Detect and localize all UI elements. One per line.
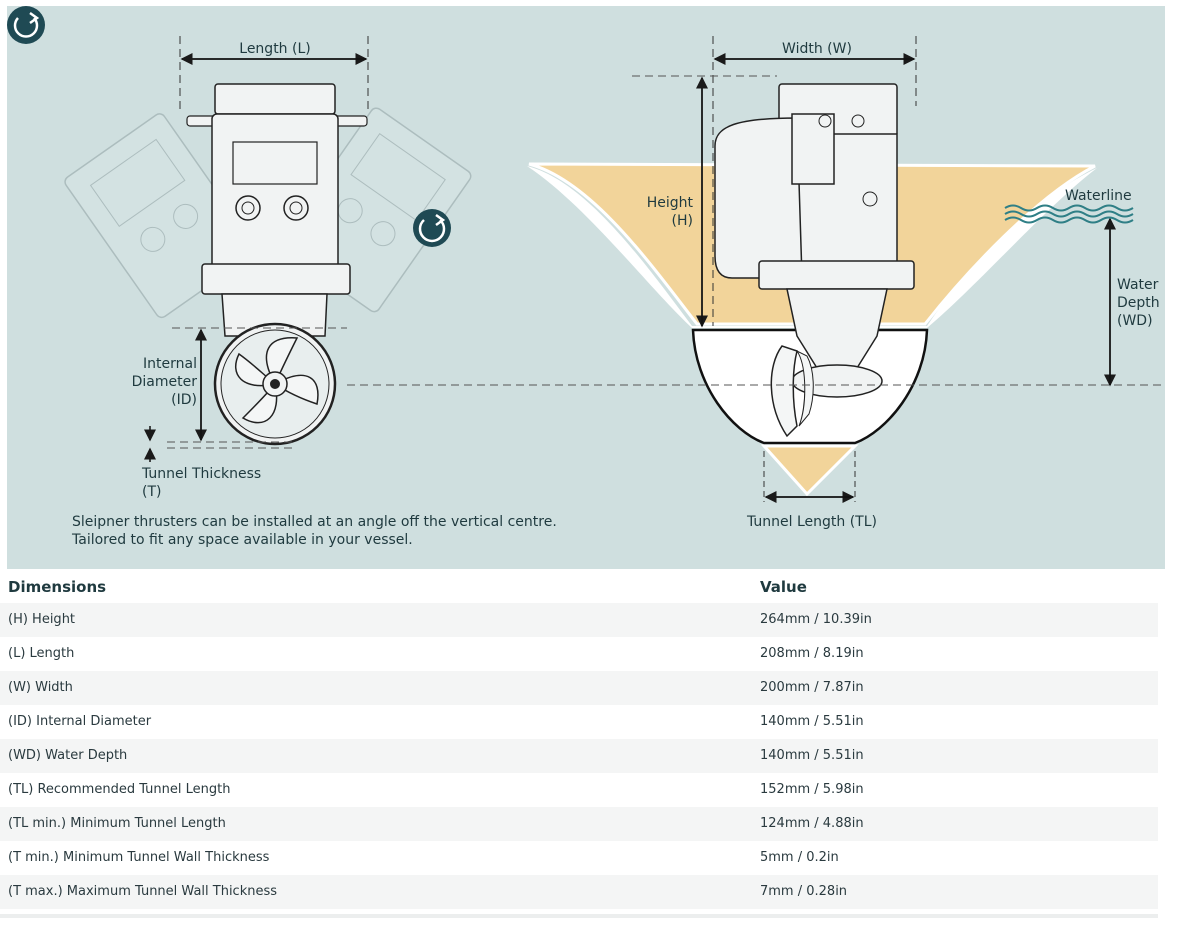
row-label: (H) Height [8,612,76,627]
header-dimensions: Dimensions [8,578,107,596]
row-value: 152mm / 5.98in [760,782,864,797]
width-label: Width (W) [782,41,852,57]
tunnel-length-label: Tunnel Length (TL) [746,514,877,530]
row-value: 208mm / 8.19in [760,646,864,661]
row-label: (T max.) Maximum Tunnel Wall Thickness [8,884,278,899]
rotate-icon [7,6,45,44]
note-line1: Sleipner thrusters can be installed at a… [72,514,557,530]
water-depth-label: Water Depth (WD) [1117,276,1160,330]
dimensions-table: Dimensions Value (H) Height 264mm / 10.39… [0,573,1158,909]
row-value: 7mm / 0.28in [760,884,848,899]
row-label: (TL min.) Minimum Tunnel Length [8,816,226,831]
table-row: (T min.) Minimum Tunnel Wall Thickness 5m… [0,841,1158,875]
internal-diameter-line3: (ID) [171,392,197,408]
row-value: 200mm / 7.87in [760,680,864,695]
internal-diameter-label: Internal Diameter (ID) [117,355,197,409]
table-row: (WD) Water Depth 140mm / 5.51in [0,739,1158,773]
water-depth-line1: Water [1117,277,1159,293]
rotate-icon [413,209,451,247]
row-value: 140mm / 5.51in [760,714,864,729]
table-header: Dimensions Value [0,573,1158,603]
water-depth-line3: (WD) [1117,313,1153,329]
waterline-icon [1004,204,1134,224]
row-label: (TL) Recommended Tunnel Length [8,782,231,797]
row-value: 124mm / 4.88in [760,816,864,831]
waterline-label: Waterline [1065,188,1132,204]
table-row: (TL) Recommended Tunnel Length 152mm / 5.… [0,773,1158,807]
row-value: 5mm / 0.2in [760,850,839,865]
table-row: (W) Width 200mm / 7.87in [0,671,1158,705]
tunnel-thickness-line2: (T) [142,484,162,500]
water-depth-line2: Depth [1117,295,1160,311]
height-label-line2: (H) [671,213,693,229]
internal-diameter-line2: Diameter [131,374,197,390]
row-label: (W) Width [8,680,73,695]
row-label: (L) Length [8,646,75,661]
note-line2: Tailored to fit any space available in y… [72,532,413,548]
thruster-front-view [186,83,368,446]
table-bottom-border [0,914,1158,918]
table-row: (TL min.) Minimum Tunnel Length 124mm / 4… [0,807,1158,841]
length-label: Length (L) [239,41,311,57]
tunnel-thickness-label: Tunnel Thickness (T) [142,465,261,501]
table-row: (L) Length 208mm / 8.19in [0,637,1158,671]
row-label: (T min.) Minimum Tunnel Wall Thickness [8,850,270,865]
dimension-diagram: Length (L) Width (W) Height (H) Waterlin… [7,6,1165,569]
row-label: (WD) Water Depth [8,748,128,763]
table-row: (ID) Internal Diameter 140mm / 5.51in [0,705,1158,739]
table-row: (H) Height 264mm / 10.39in [0,603,1158,637]
height-label-line1: Height [646,195,693,211]
row-label: (ID) Internal Diameter [8,714,152,729]
installation-note: Sleipner thrusters can be installed at a… [72,513,557,549]
row-value: 140mm / 5.51in [760,748,864,763]
tunnel-thickness-line1: Tunnel Thickness [142,466,262,482]
thruster-side-view [714,83,915,438]
header-value: Value [760,578,807,596]
height-label: Height (H) [637,194,693,230]
internal-diameter-line1: Internal [143,356,197,372]
row-value: 264mm / 10.39in [760,612,872,627]
thruster-drawing [64,36,1165,503]
table-row: (T max.) Maximum Tunnel Wall Thickness 7m… [0,875,1158,909]
